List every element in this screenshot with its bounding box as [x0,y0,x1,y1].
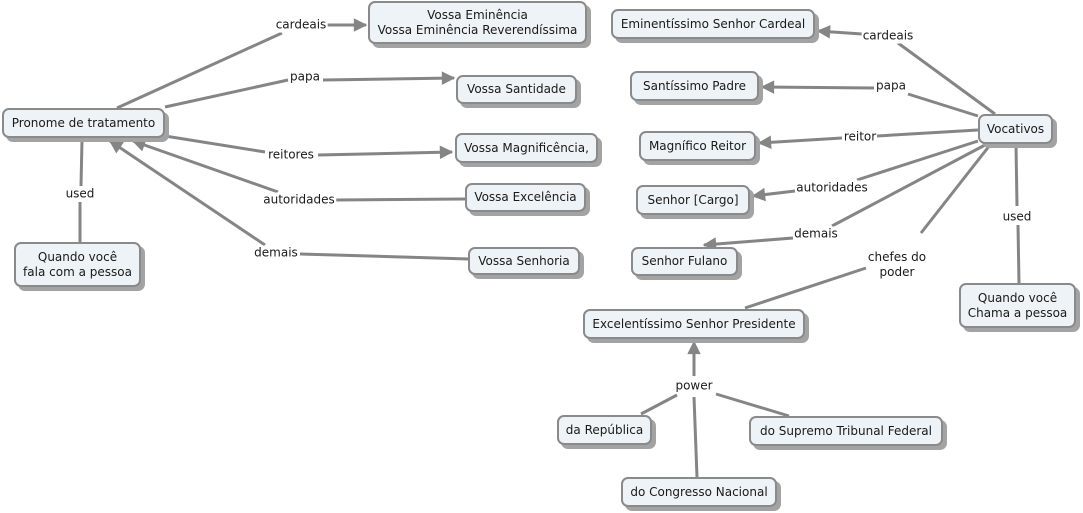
concept-vossa-senhoria[interactable]: Vossa Senhoria [468,247,580,275]
concept-vossa-santidade[interactable]: Vossa Santidade [456,75,577,104]
edge-autoridades-excelencia [335,197,466,202]
link-label-used-right: used [1001,209,1033,225]
link-label-power: power [674,378,714,394]
edge-vocativos-papa [907,92,979,118]
link-label-papa-left: papa [289,69,321,85]
concept-eminentissimo-senhor-cardeal[interactable]: Eminentíssimo Senhor Cardeal [611,9,815,39]
edge-pronome-used [79,139,84,187]
concept-excelentissimo-senhor-presidente[interactable]: Excelentíssimo Senhor Presidente [583,309,805,339]
edge-used-quandochama [1016,224,1021,285]
edge-reitor-magnifico [757,135,843,150]
concept-da-republica[interactable]: da República [557,415,652,445]
link-label-autoridades-right: autoridades [795,180,869,196]
link-label-cardeais-left: cardeais [274,17,328,33]
concept-pronome-de-tratamento[interactable]: Pronome de tratamento [2,108,165,138]
edge-vocativos-demais [831,143,986,228]
edge-vocativos-used [1014,144,1019,207]
concept-quando-voce-fala[interactable]: Quando você fala com a pessoa [14,242,141,287]
edge-congresso-power [692,396,699,478]
edge-pronome-cardeais [116,31,283,110]
edge-cardeais-eminentissimo [816,25,863,39]
edge-reitores-magnificencia [317,145,454,160]
concept-senhor-cargo[interactable]: Senhor [Cargo] [636,185,750,215]
edge-pronome-reitores [164,134,266,154]
edge-chefes-presidente [744,266,867,310]
edge-demais-pronome [108,139,266,247]
edge-demais-senhoria [299,252,470,261]
link-label-reitor: reitor [842,129,878,145]
edge-supremo-power [715,392,790,418]
concept-vocativos[interactable]: Vocativos [978,114,1053,144]
edge-vocativos-autoridades [856,139,979,182]
link-label-cardeais-right: cardeais [861,28,915,44]
link-label-demais-right: demais [793,226,839,242]
edge-republica-power [640,393,678,416]
concept-vossa-eminencia[interactable]: Vossa Eminência Vossa Eminência Reverend… [368,1,587,44]
concept-do-congresso-nacional[interactable]: do Congresso Nacional [621,477,777,507]
link-label-used-left: used [64,186,96,202]
concept-magnifico-reitor[interactable]: Magnífico Reitor [639,131,756,161]
edge-pronome-papa [164,78,289,109]
edge-autoridades-senhorcargo [751,187,796,202]
concept-senhor-fulano[interactable]: Senhor Fulano [631,247,738,276]
edge-papa-santidade [322,71,456,85]
edge-vocativos-reitor [876,128,979,138]
concept-vossa-excelencia[interactable]: Vossa Excelência [465,183,586,212]
edge-vocativos-cardeais [897,41,996,116]
concept-santissimo-padre[interactable]: Santíssimo Padre [630,71,759,101]
edge-papa-santissimo [760,80,875,94]
concept-vossa-magnificencia[interactable]: Vossa Magnificência, [455,133,598,163]
link-label-reitores: reitores [267,147,315,163]
concept-do-supremo-tribunal-federal[interactable]: do Supremo Tribunal Federal [749,416,943,446]
edge-autoridades-pronome [131,138,279,194]
link-label-demais-left: demais [253,245,299,261]
link-label-autoridades-left: autoridades [262,192,336,208]
link-label-chefes-do-poder: chefes do poder [866,250,928,280]
edge-vocativos-chefes [919,144,992,234]
link-label-papa-right: papa [875,78,907,94]
edge-demais-fulano [702,236,794,251]
concept-quando-voce-chama[interactable]: Quando você Chama a pessoa [959,283,1076,328]
